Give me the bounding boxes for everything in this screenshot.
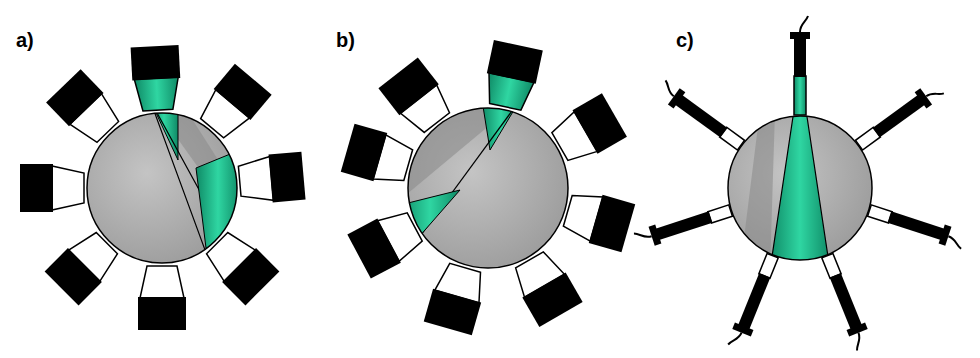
- panel-label: b): [336, 30, 355, 50]
- panel-label: a): [16, 30, 34, 50]
- panel-label: c): [676, 30, 694, 50]
